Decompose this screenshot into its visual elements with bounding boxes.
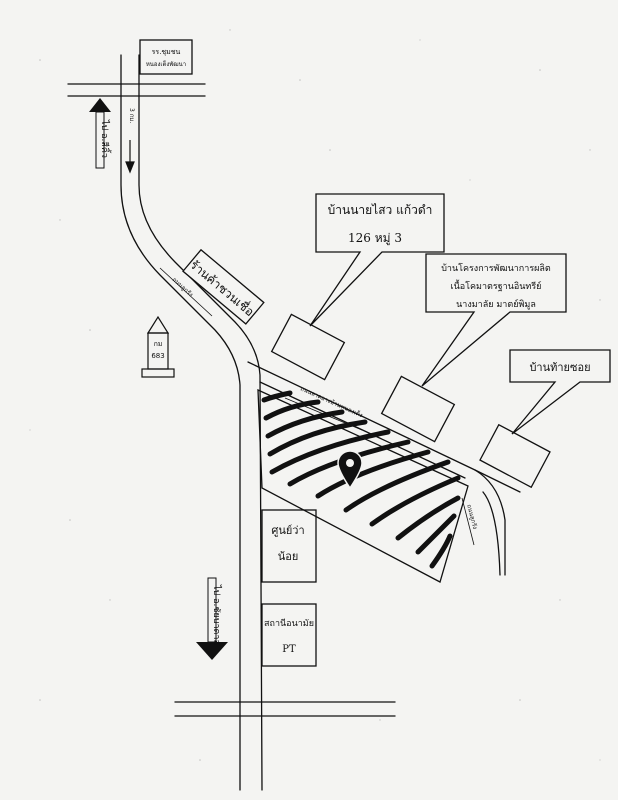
pillar-label-1: กม [154, 340, 163, 348]
school-box: รร.ชุมชน หนองเต็งพัฒนา [139, 39, 193, 75]
school-name-line1: รร.ชุมชน [152, 48, 181, 56]
house-box-1 [270, 313, 346, 381]
end-callout-text: บ้านท้ายซอย [529, 361, 590, 374]
location-pin-icon [337, 450, 363, 490]
arrow-top-label: ไป อ.สีคิ้ว [99, 119, 112, 158]
project-line2: เนื้อโคมาตรฐานอินทรีย์ [451, 279, 542, 292]
side-road-lower-edge [259, 381, 466, 479]
road-down-arrow [125, 140, 135, 174]
road-distance-label: 3 กม. [128, 108, 135, 123]
north-arrow-top: ไป อ.สีคิ้ว [89, 98, 112, 169]
house-callout: บ้านนายไสว แก้วดำ 126 หมู่ 3 [309, 193, 445, 327]
road-right-arrow [461, 497, 475, 546]
project-callout: บ้านโครงการพัฒนาการผลิต เนื้อโคมาตรฐานอิ… [421, 253, 567, 387]
station-line1: สถานีอนามัย [264, 618, 314, 629]
school-name-line2: หนองเต็งพัฒนา [146, 59, 186, 68]
side-road-right-branch [482, 491, 501, 576]
house-owner-name: บ้านนายไสว แก้วดำ [328, 203, 433, 217]
end-callout: บ้านท้ายซอย [509, 349, 611, 435]
main-road-right-edge [138, 54, 263, 791]
main-road-left-edge [120, 54, 241, 791]
house-box-2 [380, 375, 456, 443]
station-line2: PT [282, 644, 296, 655]
farm-plot [257, 388, 469, 583]
road-diag-label: ถนนลูกรัง [171, 276, 195, 298]
side-road-end [474, 469, 521, 493]
tutor-line1: ศูนย์ว่า [271, 524, 304, 537]
house-address: 126 หมู่ 3 [348, 231, 402, 246]
shop-sign: ร้านค้าชวนเชื่อ [182, 248, 265, 325]
road-diag-arrow [159, 267, 213, 317]
house-box-3 [479, 423, 551, 489]
project-line1: บ้านโครงการพัฒนาการผลิต [441, 263, 551, 274]
health-station-box: สถานีอนามัย PT [261, 603, 317, 667]
tutor-line2: น้อย [278, 550, 299, 563]
tutor-box: ศูนย์ว่า น้อย [261, 509, 317, 583]
south-arrow-bottom: ไป อ.ชัยบาดาล [196, 577, 228, 660]
km-pillar: กม 683 [141, 315, 175, 378]
pillar-label-2: 683 [151, 352, 164, 360]
paper-speckles [29, 29, 601, 761]
project-line3: นางมาลัย มาตย์พิมูล [456, 298, 536, 310]
arrow-bottom-label: ไป อ.ชัยบาดาล [211, 584, 222, 645]
